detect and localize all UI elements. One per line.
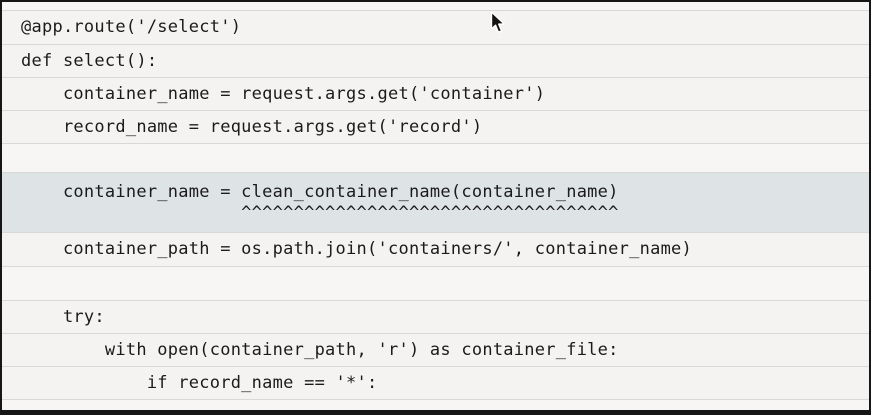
highlighted-code-line[interactable]: container_name = clean_container_name(co… xyxy=(2,172,869,232)
code-text: try: xyxy=(21,306,105,327)
code-text: container_name = request.args.get('conta… xyxy=(21,83,546,104)
code-line[interactable]: record_name = request.args.get('record') xyxy=(2,110,869,143)
code-text: @app.route('/select') xyxy=(21,17,242,37)
code-rows: @app.route('/select') def select(): conta… xyxy=(2,10,869,399)
blank-line[interactable] xyxy=(2,266,869,300)
code-text: if record_name == '*': xyxy=(21,372,378,393)
code-line[interactable]: def select(): xyxy=(2,44,869,77)
code-text: container_name = clean_container_name(co… xyxy=(21,182,619,202)
bottom-margin-strip xyxy=(2,399,869,410)
code-text: def select(): xyxy=(21,50,158,71)
caret-underline-text: ^^^^^^^^^^^^^^^^^^^^^^^^^^^^^^^^^^^^ xyxy=(21,203,619,223)
code-panel: @app.route('/select') def select(): conta… xyxy=(2,2,869,410)
code-text: with open(container_path, 'r') as contai… xyxy=(21,339,619,360)
code-line[interactable]: container_path = os.path.join('container… xyxy=(2,232,869,266)
blank-line[interactable] xyxy=(2,143,869,172)
code-line[interactable]: @app.route('/select') xyxy=(2,10,869,44)
code-line[interactable]: try: xyxy=(2,300,869,333)
code-line[interactable]: container_name = request.args.get('conta… xyxy=(2,77,869,110)
code-text: record_name = request.args.get('record') xyxy=(21,116,483,137)
top-margin-strip xyxy=(2,2,869,10)
code-line[interactable]: with open(container_path, 'r') as contai… xyxy=(2,333,869,366)
code-text: container_path = os.path.join('container… xyxy=(21,239,693,259)
highlighted-line-content: container_name = clean_container_name(co… xyxy=(2,173,869,224)
code-line[interactable]: if record_name == '*': xyxy=(2,366,869,399)
